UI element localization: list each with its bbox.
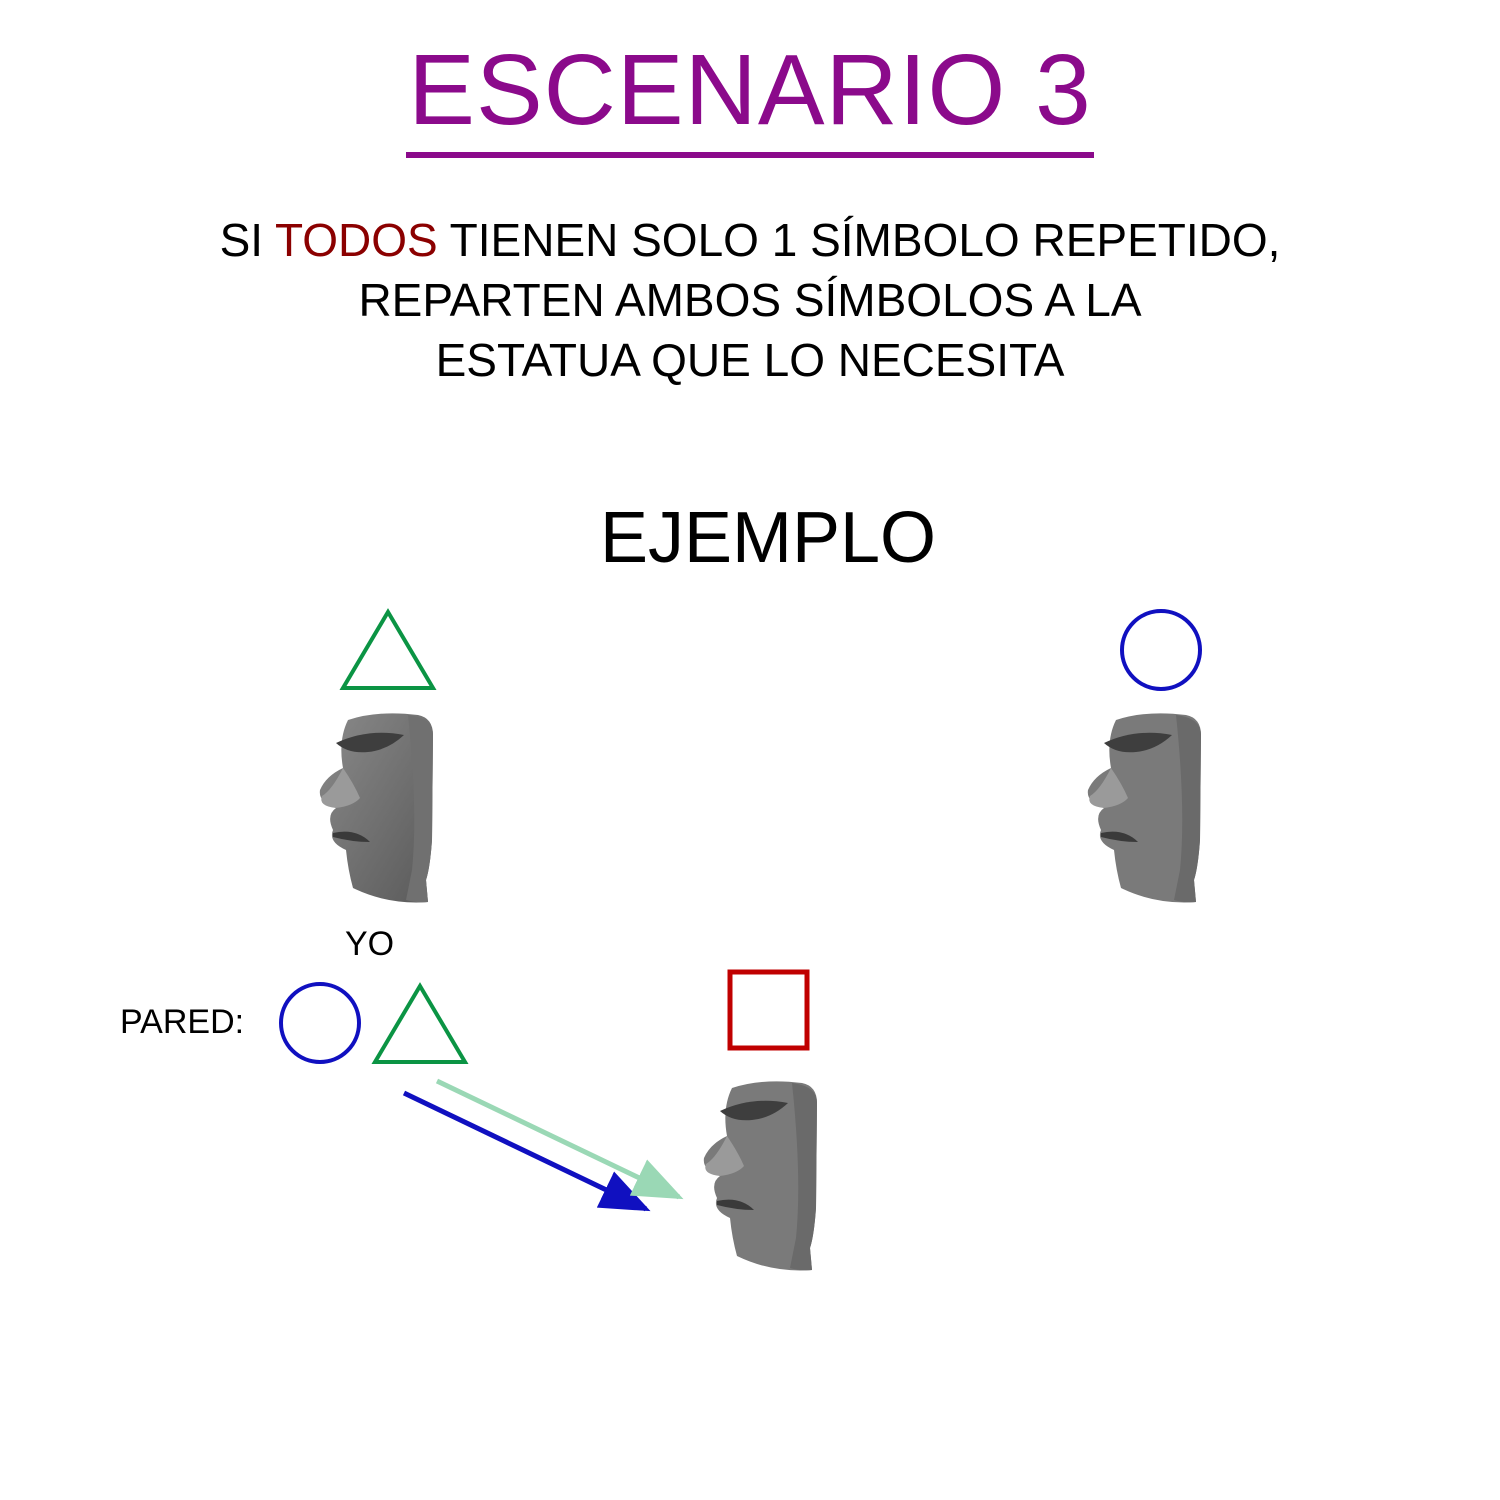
moai-statue-icon: [703, 1081, 817, 1271]
rule-highlight: TODOS: [274, 214, 438, 266]
rule-line-1-suffix: TIENEN SOLO 1 SÍMBOLO REPETIDO,: [437, 214, 1281, 266]
yo-triangle-icon: [339, 608, 437, 690]
rule-text: SI TODOS TIENEN SOLO 1 SÍMBOLO REPETIDO,…: [0, 210, 1500, 390]
rule-line-1: SI TODOS TIENEN SOLO 1 SÍMBOLO REPETIDO,: [0, 210, 1500, 270]
yo-label: YO: [345, 925, 395, 963]
wall-triangle-icon: [371, 982, 469, 1064]
page-title: ESCENARIO 3: [0, 30, 1500, 158]
moai-statue-icon: [1087, 713, 1201, 903]
page-title-text: ESCENARIO 3: [406, 30, 1094, 158]
example-label: EJEMPLO: [599, 498, 937, 578]
wall-circle-icon: [279, 982, 361, 1064]
moai-statue-icon: [319, 713, 433, 903]
arrow-circle-to-statue: [402, 1090, 651, 1212]
rule-line-1-prefix: SI: [219, 214, 275, 266]
arrow-triangle-to-statue: [435, 1078, 684, 1200]
rule-line-2: REPARTEN AMBOS SÍMBOLOS A LA: [358, 274, 1142, 326]
right-circle-icon: [1120, 609, 1202, 691]
rule-line-3: ESTATUA QUE LO NECESITA: [435, 334, 1065, 386]
bottom-square-icon: [727, 969, 810, 1051]
wall-label: PARED:: [120, 1003, 245, 1041]
